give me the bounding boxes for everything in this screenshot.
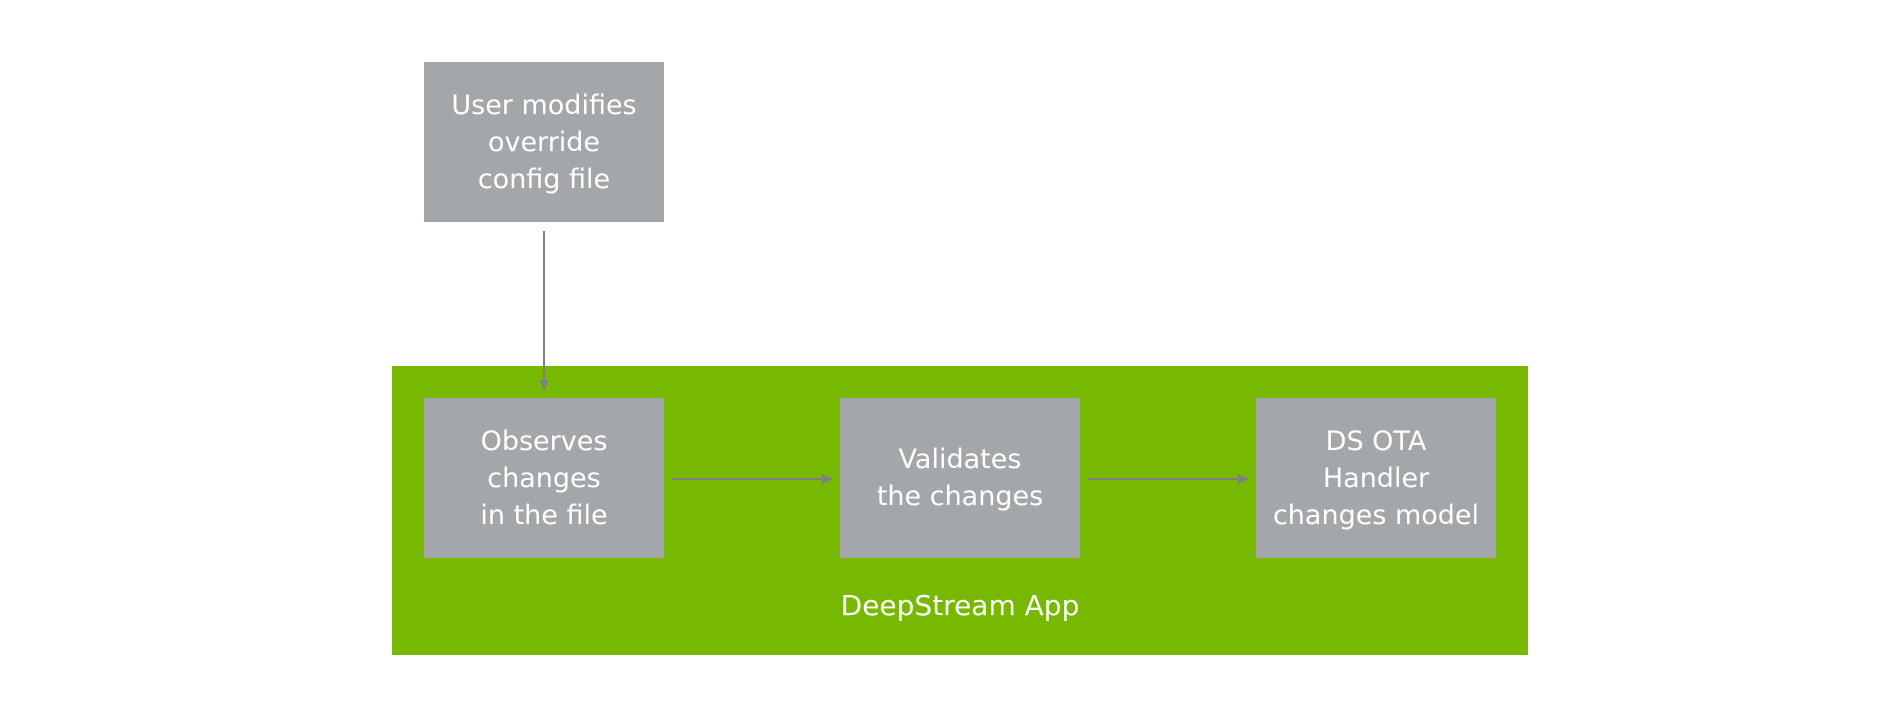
validates-changes-line-2: the changes xyxy=(876,481,1044,512)
user-modifies-line-2: override xyxy=(487,126,601,158)
ota-handler-line-2: Handler xyxy=(1322,462,1430,494)
observes-changes-line-3: in the file xyxy=(480,499,608,531)
validates-changes-box: Validates the changes xyxy=(840,398,1080,558)
ota-handler-line-3: changes model xyxy=(1272,499,1480,531)
observes-changes-line-2: changes xyxy=(487,462,601,494)
observes-changes-box: Observes changes in the file xyxy=(424,398,664,558)
validates-changes-line-1: Validates xyxy=(898,444,1022,475)
ota-handler-line-1: DS OTA xyxy=(1325,425,1427,457)
user-modifies-box: User modifies override config file xyxy=(424,62,664,222)
ota-handler-box: DS OTA Handler changes model xyxy=(1256,398,1496,558)
observes-changes-line-1: Observes xyxy=(480,425,608,457)
deepstream-app-label: DeepStream App xyxy=(840,589,1080,622)
user-modifies-line-3: config file xyxy=(477,163,611,195)
user-modifies-line-1: User modifies xyxy=(451,89,637,121)
